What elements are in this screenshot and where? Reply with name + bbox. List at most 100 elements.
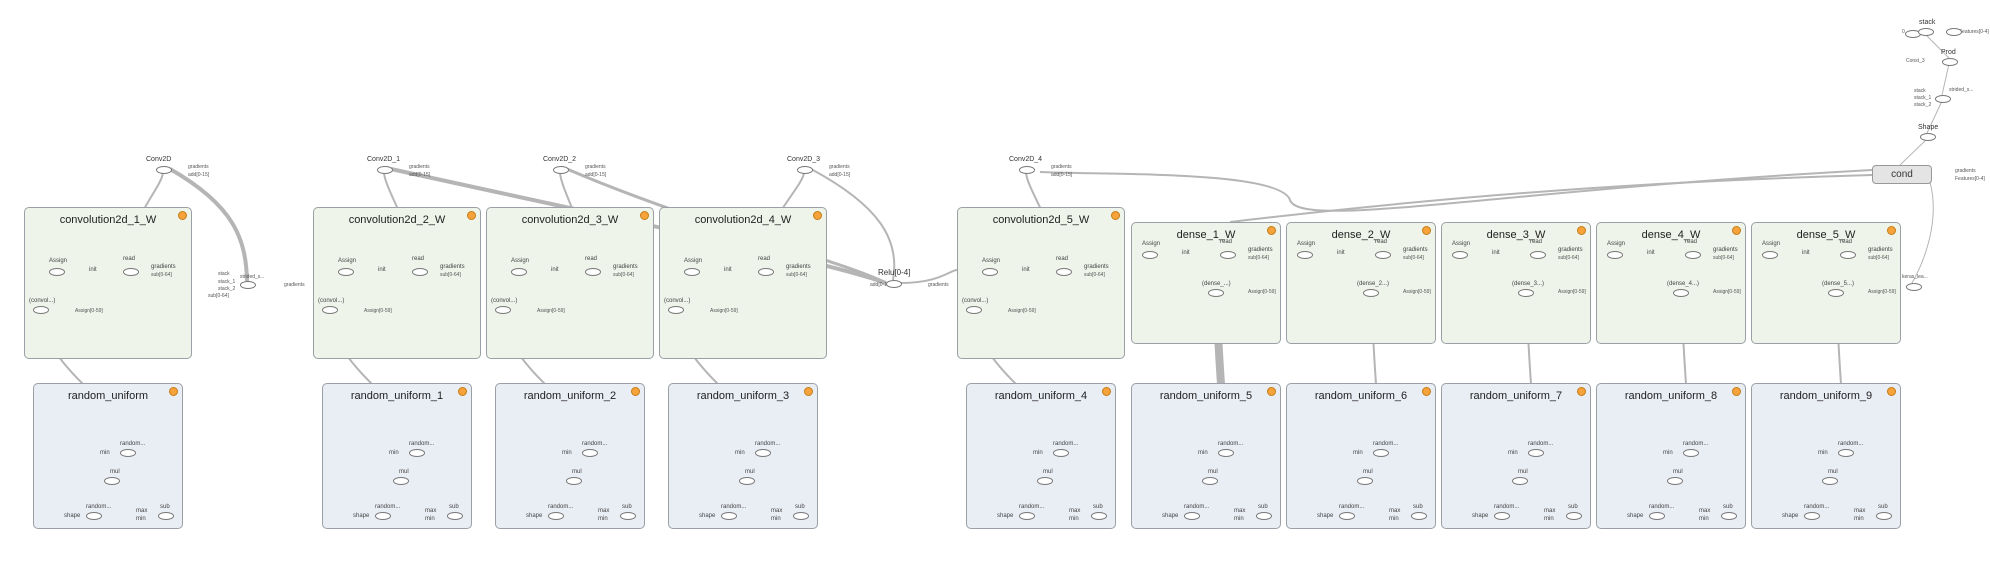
conv-node[interactable]: [33, 306, 49, 314]
assign-node[interactable]: [1607, 251, 1623, 259]
expand-icon[interactable]: [813, 211, 822, 220]
conv-node[interactable]: [668, 306, 684, 314]
conv-op-node[interactable]: [156, 166, 172, 174]
mul-node[interactable]: [1037, 477, 1053, 485]
conv-node[interactable]: [1208, 289, 1224, 297]
random2-node[interactable]: [1649, 512, 1665, 520]
assign-node[interactable]: [1762, 251, 1778, 259]
conv-node[interactable]: [322, 306, 338, 314]
sub-node[interactable]: [1256, 512, 1272, 520]
mul-node[interactable]: [104, 477, 120, 485]
assign-node[interactable]: [338, 268, 354, 276]
expand-icon[interactable]: [178, 211, 187, 220]
strided-node[interactable]: [240, 281, 256, 289]
assign-node[interactable]: [1452, 251, 1468, 259]
relu-label[interactable]: Relu[0-4]: [878, 268, 911, 277]
expand-icon[interactable]: [1732, 387, 1741, 396]
assign-node[interactable]: [1142, 251, 1158, 259]
conv-node[interactable]: [1673, 289, 1689, 297]
assign-node[interactable]: [684, 268, 700, 276]
expand-icon[interactable]: [169, 387, 178, 396]
random-node[interactable]: [120, 449, 136, 457]
conv-op-node[interactable]: [797, 166, 813, 174]
read-node[interactable]: [1840, 251, 1856, 259]
prod-node[interactable]: [1942, 58, 1958, 66]
read-node[interactable]: [412, 268, 428, 276]
random-node[interactable]: [1218, 449, 1234, 457]
sub-node[interactable]: [158, 512, 174, 520]
random-node[interactable]: [582, 449, 598, 457]
strided-top-node[interactable]: [1935, 95, 1951, 103]
keras-node[interactable]: [1906, 283, 1922, 291]
random2-node[interactable]: [1184, 512, 1200, 520]
mul-node[interactable]: [1822, 477, 1838, 485]
relu-node[interactable]: [886, 280, 902, 288]
read-node[interactable]: [1530, 251, 1546, 259]
sub-node[interactable]: [793, 512, 809, 520]
conv-op-node[interactable]: [1019, 166, 1035, 174]
expand-icon[interactable]: [1422, 387, 1431, 396]
conv-node[interactable]: [1363, 289, 1379, 297]
random2-node[interactable]: [721, 512, 737, 520]
stack-node[interactable]: [1918, 28, 1934, 36]
assign-node[interactable]: [982, 268, 998, 276]
read-node[interactable]: [758, 268, 774, 276]
random2-node[interactable]: [548, 512, 564, 520]
conv-node[interactable]: [966, 306, 982, 314]
expand-icon[interactable]: [1422, 226, 1431, 235]
random2-node[interactable]: [86, 512, 102, 520]
random-node[interactable]: [1683, 449, 1699, 457]
expand-icon[interactable]: [804, 387, 813, 396]
mul-node[interactable]: [1667, 477, 1683, 485]
cond-node[interactable]: cond: [1872, 165, 1932, 184]
read-node[interactable]: [123, 268, 139, 276]
expand-icon[interactable]: [631, 387, 640, 396]
expand-icon[interactable]: [1887, 226, 1896, 235]
random-node[interactable]: [1053, 449, 1069, 457]
random2-node[interactable]: [1019, 512, 1035, 520]
sub-node[interactable]: [1091, 512, 1107, 520]
mul-node[interactable]: [1202, 477, 1218, 485]
expand-icon[interactable]: [1887, 387, 1896, 396]
expand-icon[interactable]: [1267, 226, 1276, 235]
random2-node[interactable]: [1339, 512, 1355, 520]
mul-node[interactable]: [739, 477, 755, 485]
conv-op-node[interactable]: [377, 166, 393, 174]
assign-node[interactable]: [49, 268, 65, 276]
expand-icon[interactable]: [1111, 211, 1120, 220]
conv-op-node[interactable]: [553, 166, 569, 174]
random-node[interactable]: [755, 449, 771, 457]
random2-node[interactable]: [1804, 512, 1820, 520]
read-node[interactable]: [1220, 251, 1236, 259]
mul-node[interactable]: [1512, 477, 1528, 485]
sub-node[interactable]: [1721, 512, 1737, 520]
expand-icon[interactable]: [467, 211, 476, 220]
feature-node[interactable]: [1946, 28, 1962, 36]
random-node[interactable]: [409, 449, 425, 457]
random2-node[interactable]: [375, 512, 391, 520]
sub-node[interactable]: [447, 512, 463, 520]
expand-icon[interactable]: [1267, 387, 1276, 396]
sub-node[interactable]: [1566, 512, 1582, 520]
assign-node[interactable]: [1297, 251, 1313, 259]
mul-node[interactable]: [566, 477, 582, 485]
mul-node[interactable]: [1357, 477, 1373, 485]
read-node[interactable]: [1056, 268, 1072, 276]
